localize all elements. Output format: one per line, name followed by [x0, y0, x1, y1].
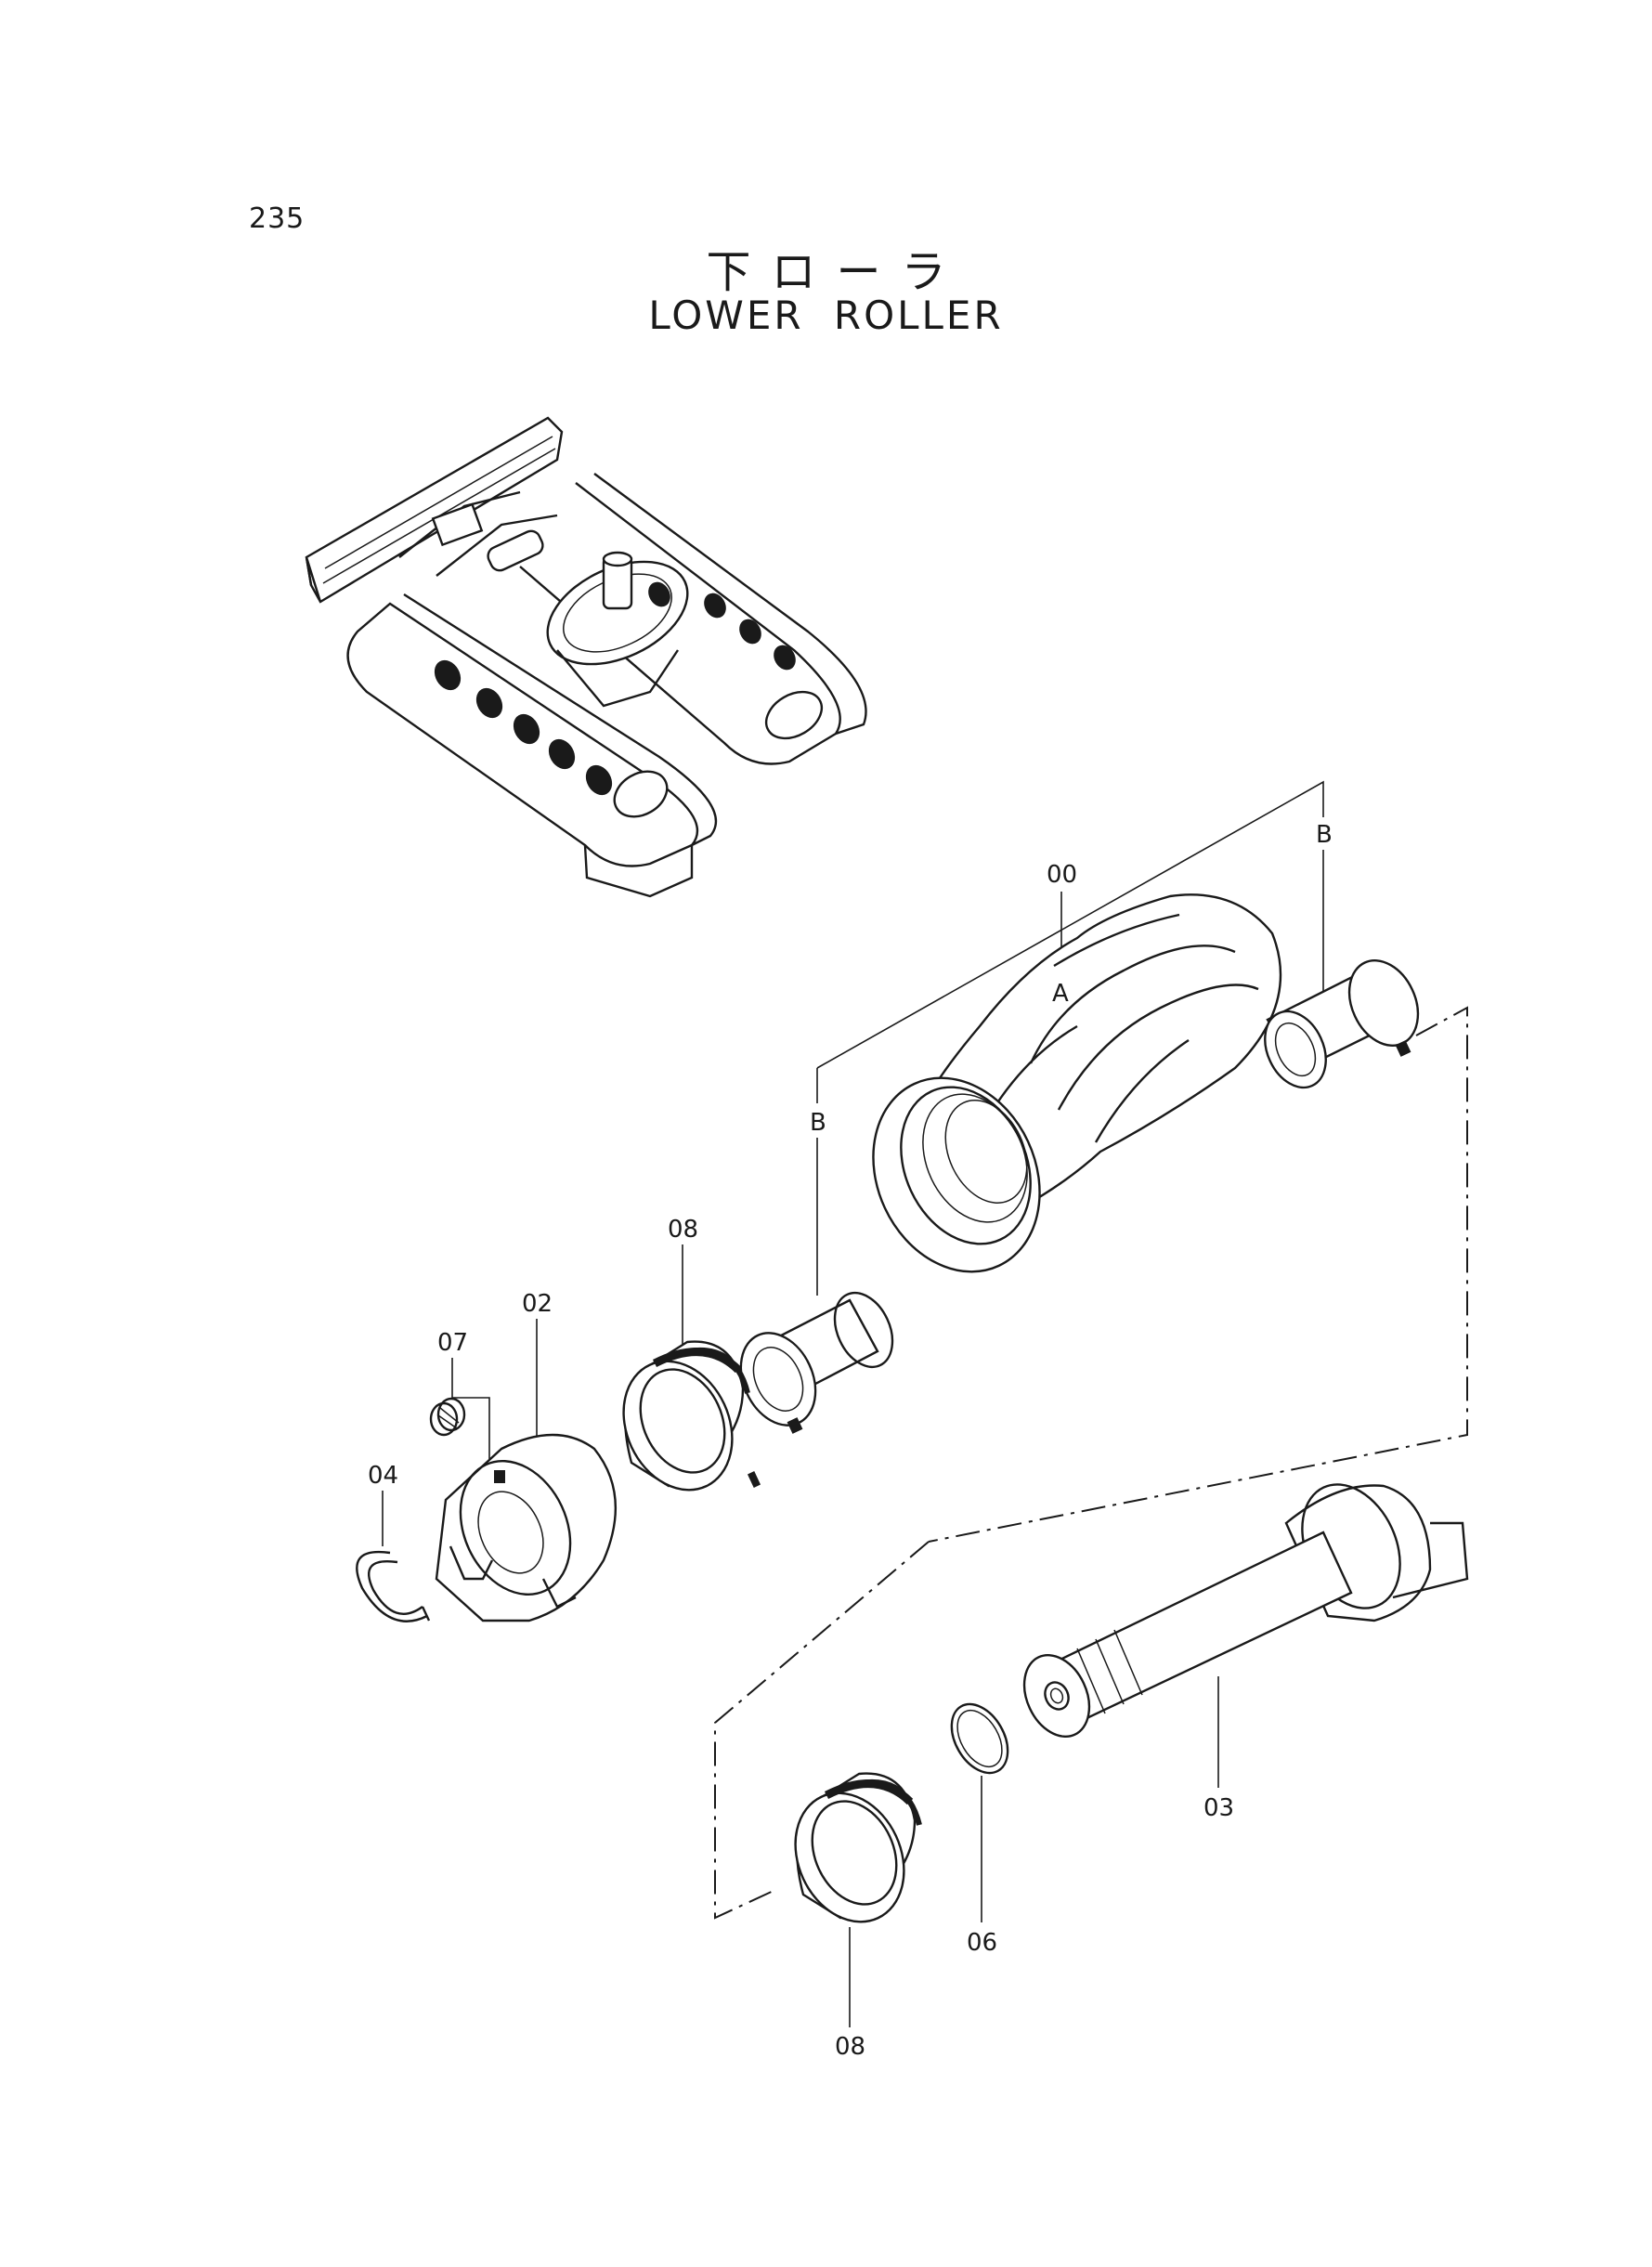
callout-08-bottom: 08	[835, 2033, 865, 2061]
floating-seal-top	[622, 1340, 761, 1492]
assembly-axis-lines	[714, 1006, 1468, 1920]
callout-04: 04	[368, 1462, 398, 1490]
plug	[429, 1397, 466, 1437]
floating-seal-bottom	[794, 1772, 922, 1923]
callout-b-left: B	[810, 1109, 826, 1137]
callout-b-right: B	[1316, 821, 1333, 849]
callout-07: 07	[437, 1329, 468, 1357]
callout-labels: 00 A B B 08 02 07 04 03 06 08	[368, 821, 1333, 2061]
callout-a: A	[1052, 980, 1069, 1008]
page-title: LOWER ROLLER	[648, 293, 1004, 338]
shaft	[1022, 1483, 1469, 1739]
snap-ring	[356, 1550, 431, 1622]
bushing-right	[1264, 958, 1420, 1089]
page-title-japanese: 下ローラ	[706, 246, 967, 298]
collar	[435, 1433, 618, 1622]
undercarriage-overview-illustration	[305, 416, 867, 898]
page-number: 235	[249, 202, 306, 235]
callout-06: 06	[967, 1929, 997, 1957]
roller-body	[872, 893, 1282, 1273]
bushing-left	[739, 1291, 894, 1434]
callout-08-top: 08	[668, 1216, 698, 1244]
callout-00: 00	[1047, 861, 1077, 889]
callout-03: 03	[1203, 1794, 1234, 1822]
callout-02: 02	[522, 1290, 553, 1318]
o-ring	[950, 1702, 1009, 1775]
